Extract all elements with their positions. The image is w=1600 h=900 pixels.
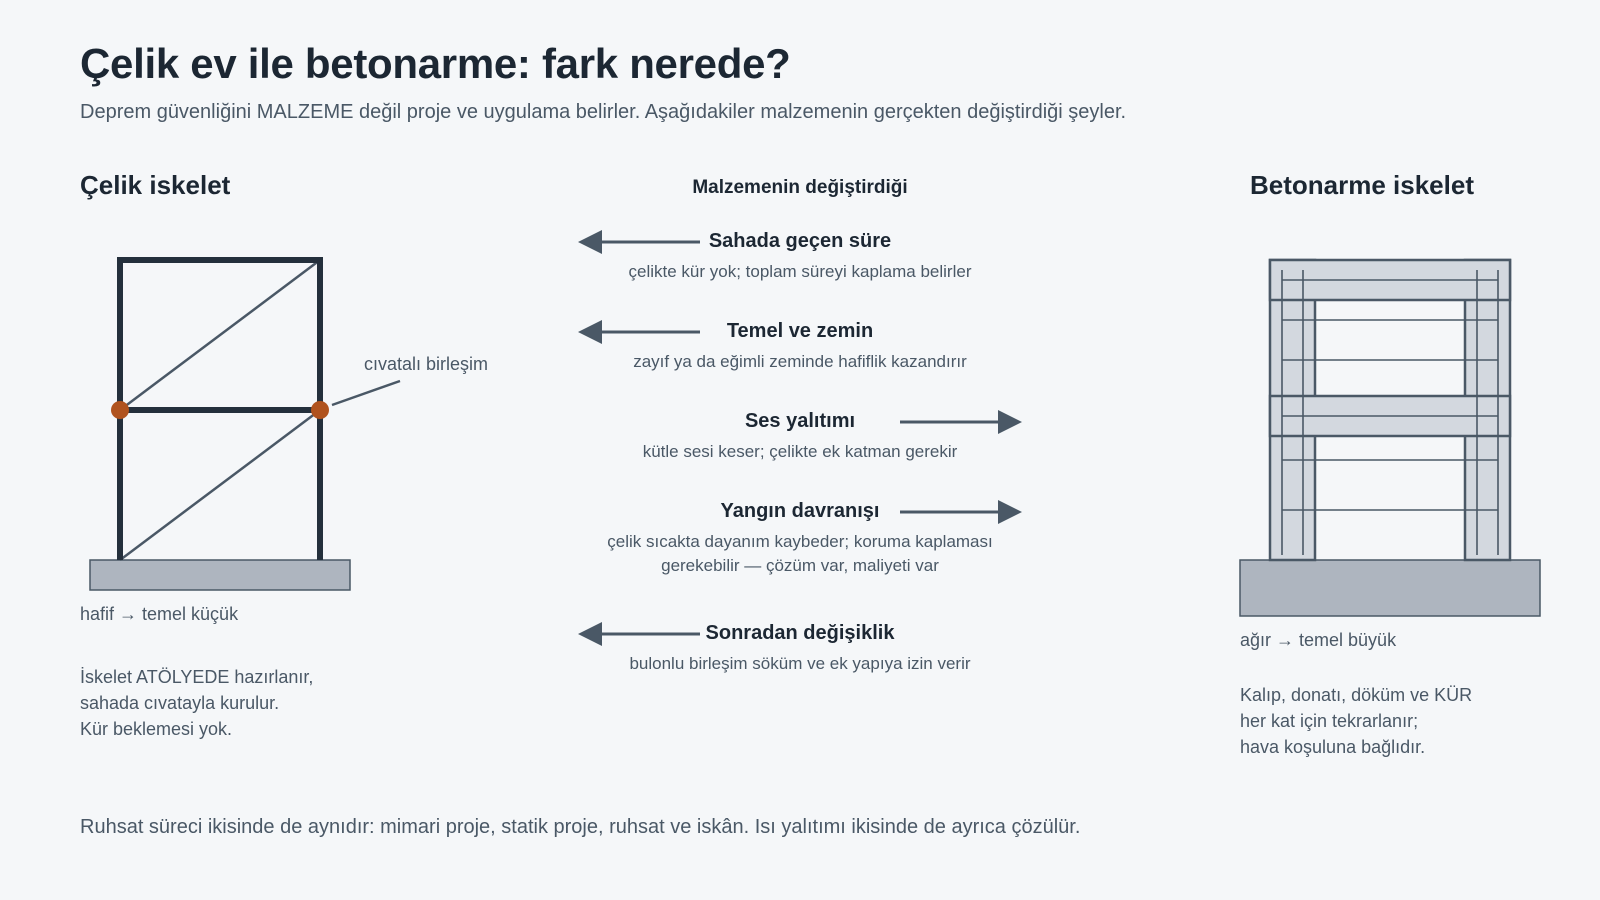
comparison-arrows: [578, 230, 1022, 646]
concrete-foundation: [1239, 559, 1541, 617]
concrete-heading: Betonarme iskelet: [1250, 170, 1474, 200]
item-title-fire: Yangın davranışı: [720, 500, 880, 522]
steel-description-line: Kür beklemesi yok.: [80, 719, 233, 739]
steel-frame-illustration: [89, 257, 401, 591]
item-desc-modification: bulonlu birleşim söküm ve ek yapıya izin…: [629, 654, 971, 673]
concrete-description: Kalıp, donatı, döküm ve KÜR her kat için…: [1240, 682, 1472, 760]
page-title: Çelik ev ile betonarme: fark nerede?: [80, 40, 791, 87]
item-desc-fire: çelik sıcakta dayanım kaybeder; koruma k…: [560, 530, 1040, 578]
steel-brace-lower: [119, 409, 321, 561]
item-title-sound: Ses yalıtımı: [744, 410, 856, 432]
bolted-joint-left: [111, 401, 129, 419]
page-subtitle: Deprem güvenliğini MALZEME değil proje v…: [80, 101, 1127, 123]
steel-foundation: [89, 559, 351, 591]
comparison-heading: Malzemenin değiştirdiği: [692, 177, 908, 198]
steel-heading: Çelik iskelet: [80, 170, 231, 200]
arrow-left-icon: [578, 230, 700, 254]
concrete-frame-illustration: [1239, 258, 1541, 617]
item-desc-sound: kütle sesi keser; çelikte ek katman gere…: [642, 442, 958, 461]
rebar-lines: [1281, 270, 1499, 555]
callout-leader: [331, 379, 401, 407]
steel-description-line: sahada cıvatayla kurulur.: [80, 693, 280, 713]
bolted-joint-right: [311, 401, 329, 419]
arrow-right-icon: [900, 410, 1022, 434]
concrete-description-line: her kat için tekrarlanır;: [1240, 711, 1419, 731]
steel-brace-upper: [119, 259, 321, 411]
concrete-foundation-note: ağır → temel büyük: [1240, 630, 1397, 650]
item-desc-fire-line: çelik sıcakta dayanım kaybeder; koruma k…: [607, 532, 993, 551]
concrete-description-line: Kalıp, donatı, döküm ve KÜR: [1240, 685, 1473, 705]
arrow-left-icon: [578, 320, 700, 344]
steel-description-line: İskelet ATÖLYEDE hazırlanır,: [80, 667, 314, 687]
steel-description: İskelet ATÖLYEDE hazırlanır, sahada cıva…: [80, 664, 313, 742]
concrete-description-line: hava koşuluna bağlıdır.: [1240, 737, 1426, 757]
item-title-foundation: Temel ve zemin: [726, 320, 874, 342]
arrow-right-icon: [900, 500, 1022, 524]
item-title-modification: Sonradan değişiklik: [705, 622, 895, 644]
item-desc-site-time: çelikte kür yok; toplam süreyi kaplama b…: [628, 262, 972, 281]
item-desc-fire-line: gerekebilir — çözüm var, maliyeti var: [661, 556, 939, 575]
item-desc-foundation: zayıf ya da eğimli zeminde hafiflik kaza…: [633, 352, 967, 371]
arrow-left-icon: [578, 622, 700, 646]
item-title-site-time: Sahada geçen süre: [708, 230, 892, 252]
steel-foundation-note: hafif → temel küçük: [80, 604, 239, 624]
bolted-joint-callout: cıvatalı birleşim: [364, 354, 489, 374]
footer-note: Ruhsat süreci ikisinde de aynıdır: mimar…: [80, 816, 1081, 838]
